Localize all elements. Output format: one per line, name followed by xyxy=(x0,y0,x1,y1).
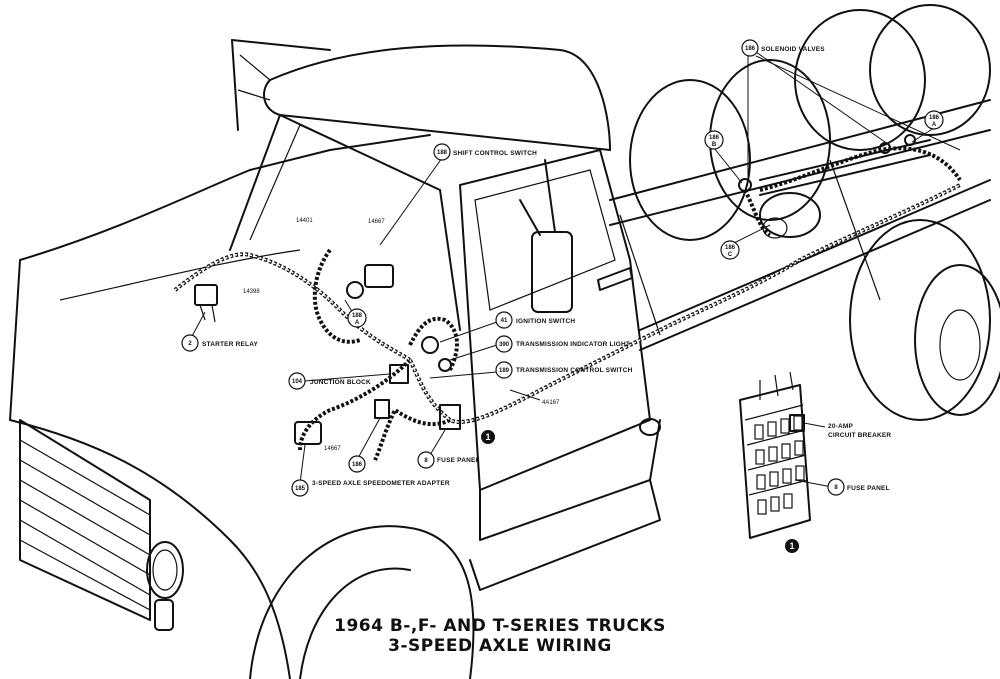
callout-sub: C xyxy=(728,252,733,258)
callout-number: 186 xyxy=(725,245,736,251)
callout-number: 8 xyxy=(424,458,428,464)
chassis-frame xyxy=(609,4,1000,421)
diagram-title-line2: 3-SPEED AXLE WIRING xyxy=(388,636,612,656)
callout-188a: 188 A xyxy=(347,308,367,328)
speedometer-adapter-body xyxy=(294,421,322,445)
shift-control-switch-body xyxy=(364,264,394,288)
label-transmission-control-switch: TRANSMISSION CONTROL SWITCH xyxy=(516,367,633,374)
callout-solenoid-a: 186 A xyxy=(924,110,944,130)
callout-ignition-switch: 41 xyxy=(495,311,513,329)
callout-solenoid-valves: 186 xyxy=(741,39,759,57)
diagram-title-line1: 1964 B-,F- AND T-SERIES TRUCKS xyxy=(334,616,666,636)
label-starter-relay: STARTER RELAY xyxy=(202,341,259,348)
label-fuse-panel-cab: FUSE PANEL xyxy=(437,457,480,464)
callout-number: 390 xyxy=(499,342,510,348)
svg-text:1: 1 xyxy=(789,541,794,551)
label-shift-control-switch: SHIFT CONTROL SWITCH xyxy=(453,150,537,157)
components xyxy=(194,264,461,445)
label-circuit-breaker-line1: 20-AMP xyxy=(828,423,854,430)
callout-solenoid-c: 186 C xyxy=(720,240,740,260)
label-circuit-breaker-line2: CIRCUIT BREAKER xyxy=(828,432,891,439)
label-solenoid-valves: SOLENOID VALVES xyxy=(761,46,825,53)
label-fuse-panel-detail: FUSE PANEL xyxy=(847,485,890,492)
fuse-panel-detail xyxy=(739,371,811,539)
wiring-harness xyxy=(173,146,962,461)
callout-solenoid-b: 186 B xyxy=(704,130,724,150)
callout-starter-relay: 2 xyxy=(181,334,199,352)
callout-number: 186 xyxy=(352,462,363,468)
truck-outline xyxy=(9,39,661,679)
part-number-4a167: 4A167 xyxy=(542,400,560,406)
callout-shift-control-switch: 188 xyxy=(433,143,451,161)
callout-number: 186 xyxy=(709,135,720,141)
callout-number: 8 xyxy=(834,485,838,491)
cab-fuse-panel-body xyxy=(439,404,461,430)
label-ignition-switch: IGNITION SWITCH xyxy=(516,318,575,325)
callout-number: 41 xyxy=(501,318,508,324)
label-transmission-indicator-light: TRANSMISSION INDICATOR LIGHT xyxy=(516,341,630,348)
marker-cab-fuse: 1 xyxy=(481,430,495,444)
callout-transmission-indicator-light: 390 xyxy=(495,335,513,353)
callout-sub: A xyxy=(355,320,360,326)
callout-number: 186 xyxy=(745,46,756,52)
part-number-14401: 14401 xyxy=(296,218,313,224)
callout-fuse-panel-cab: 8 xyxy=(417,451,435,469)
label-junction-block: JUNCTION BLOCK xyxy=(310,379,371,386)
svg-text:1: 1 xyxy=(485,432,490,442)
callout-speedometer-adapter: 185 xyxy=(291,479,309,497)
callout-fuse-panel-detail: 8 xyxy=(827,478,845,496)
callout-number: 2 xyxy=(188,341,192,347)
callout-number: 188 xyxy=(437,150,448,156)
part-number-14667-top: 14667 xyxy=(368,219,385,225)
starter-relay-body xyxy=(194,284,218,306)
callout-number: 185 xyxy=(295,486,306,492)
marker-fuse-detail: 1 xyxy=(785,539,799,553)
callout-number: 186 xyxy=(929,115,940,121)
callout-connector-186: 186 xyxy=(348,455,366,473)
leader-lines xyxy=(189,50,961,488)
callout-number: 189 xyxy=(499,368,510,374)
callout-sub: B xyxy=(712,142,717,148)
callout-number: 104 xyxy=(292,379,303,385)
part-number-14667-bottom: 14667 xyxy=(324,446,341,452)
callout-sub: A xyxy=(932,122,937,128)
callout-junction-block: 104 xyxy=(288,372,306,390)
callout-transmission-control-switch: 189 xyxy=(495,361,513,379)
callout-number: 188 xyxy=(352,313,363,319)
label-speedometer-adapter: 3-SPEED AXLE SPEEDOMETER ADAPTER xyxy=(312,480,450,487)
part-number-14398: 14398 xyxy=(243,289,260,295)
